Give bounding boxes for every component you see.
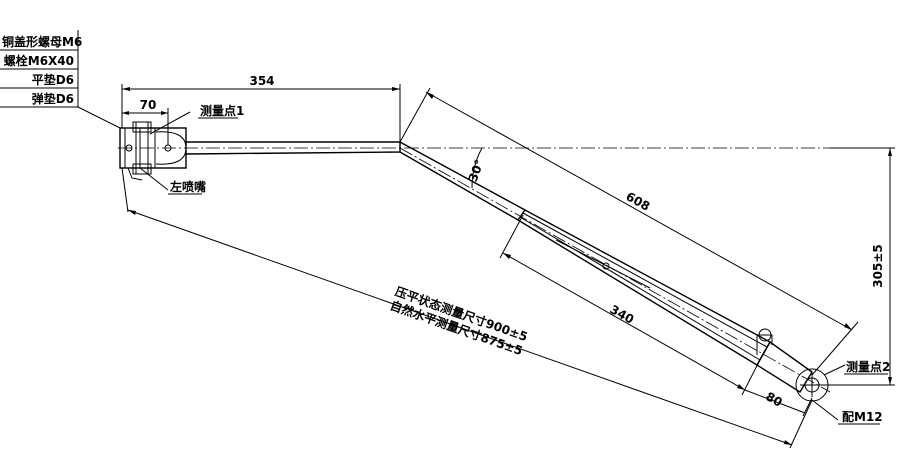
dim-70: 70 (140, 98, 157, 112)
measure-point-1-leader (149, 111, 191, 135)
dim-angle-30: 30° (466, 158, 487, 184)
parts-list-item-1: 铜盖形螺母M6 (2, 34, 82, 49)
fit-m12-label: 配M12 (842, 409, 883, 424)
measure-point-2-label: 测量点2 (846, 359, 890, 374)
parts-leader-line (77, 106, 121, 129)
dim-80: 80 (763, 389, 784, 409)
dim-354: 354 (249, 74, 274, 88)
dim-305: 305±5 (871, 244, 885, 287)
mounting-head (119, 111, 191, 191)
measure-point-1-label: 测量点1 (200, 103, 244, 118)
dimensions: 354 70 30° 608 340 80 305±5 (121, 74, 895, 449)
blade-clip (602, 262, 610, 270)
fit-m12-leader (811, 399, 839, 421)
measure-point-2-leader (823, 364, 846, 376)
parts-list-item-3: 平垫D6 (32, 72, 74, 87)
arm-horizontal (118, 141, 890, 155)
parts-list: 铜盖形螺母M6 螺栓M6X40 平垫D6 弹垫D6 (0, 30, 121, 129)
parts-list-item-4: 弹垫D6 (32, 91, 74, 106)
dim-340: 340 (608, 302, 637, 326)
parts-list-item-2: 螺栓M6X40 (4, 53, 74, 68)
arm-angled (399, 141, 846, 421)
left-nozzle-leader (139, 167, 169, 191)
left-nozzle-label: 左喷嘴 (169, 179, 206, 194)
callouts: 测量点1 左喷嘴 测量点2 配M12 (168, 103, 890, 425)
